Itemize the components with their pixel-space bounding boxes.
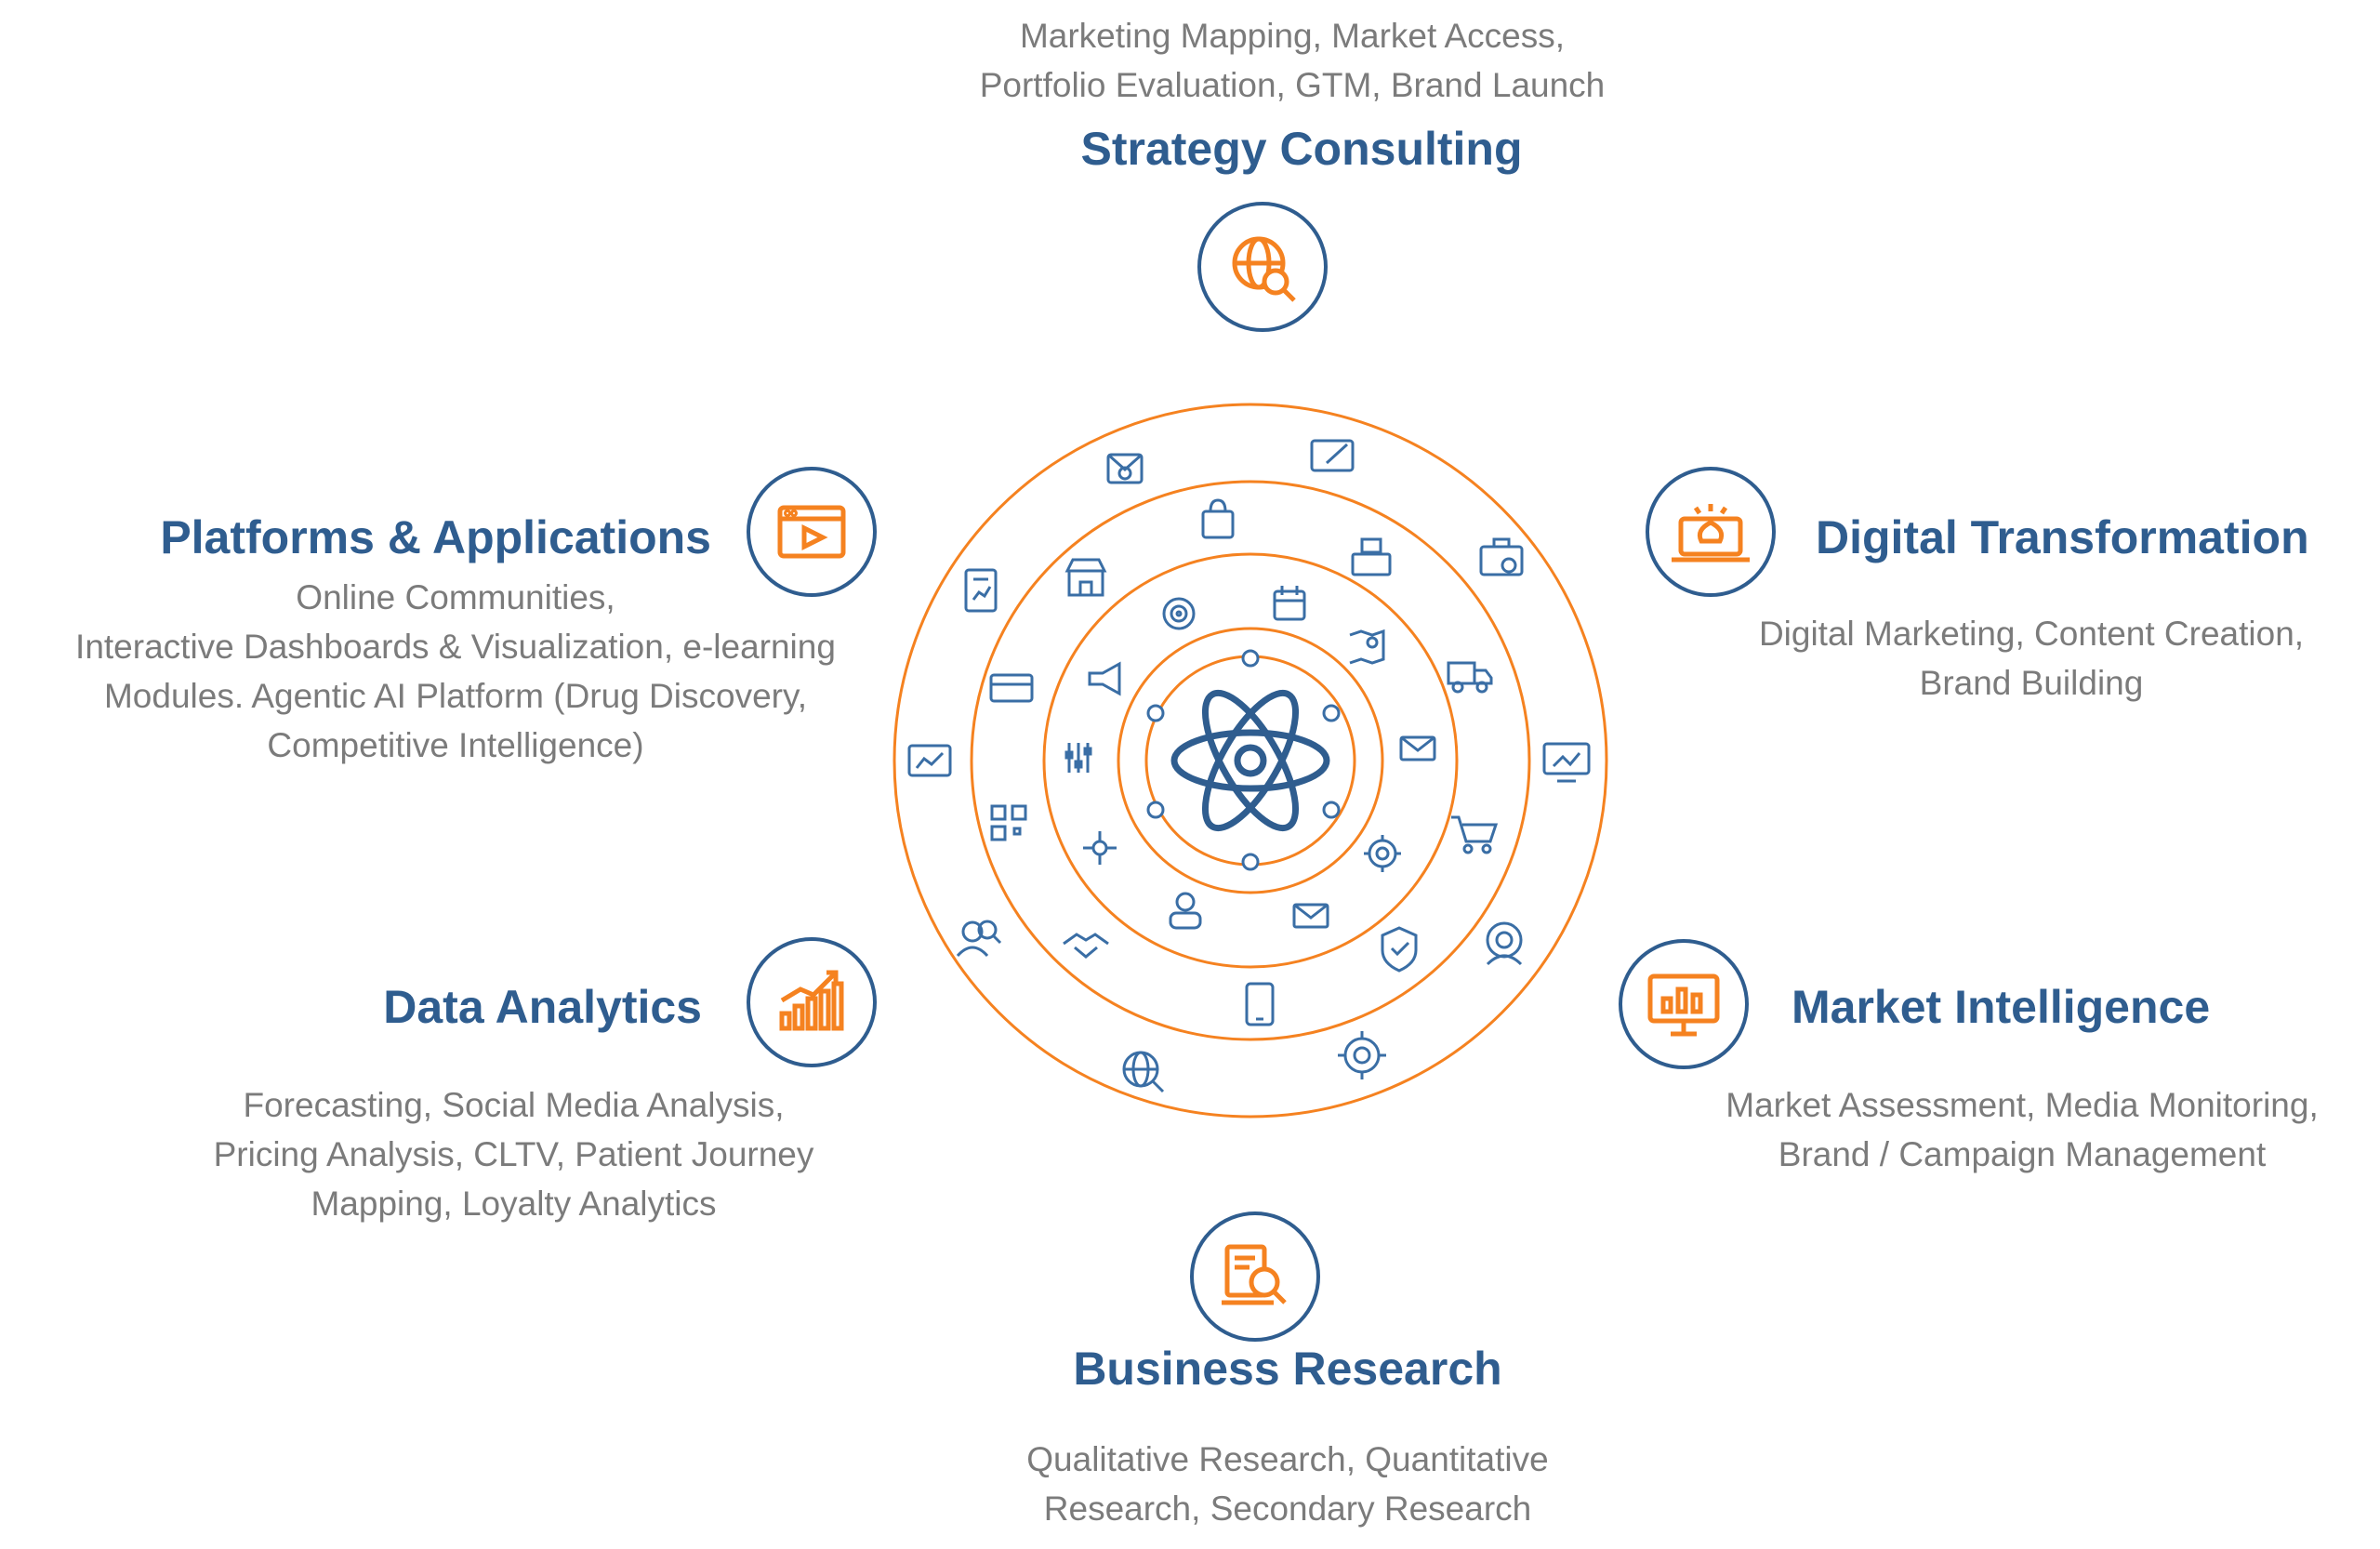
email-send-icon <box>1399 735 1436 761</box>
description-line: Online Communities, <box>296 578 615 616</box>
ring-second <box>1042 552 1459 969</box>
analytics-title: Data Analytics <box>383 981 702 1033</box>
calendar-icon <box>1273 586 1306 621</box>
description-line: Modules. Agentic AI Platform (Drug Disco… <box>103 677 808 715</box>
description-line: Qualitative Research, Quantitative <box>1026 1440 1549 1478</box>
network-node-icon <box>1083 831 1117 865</box>
video-window-icon <box>777 505 846 559</box>
business-icon-badge <box>1190 1211 1320 1342</box>
market-description: Market Assessment, Media Monitoring, Bra… <box>1673 1080 2371 1179</box>
atom-icon <box>1170 689 1330 832</box>
strategy-title: Strategy Consulting <box>1080 123 1523 175</box>
mail-add-icon <box>1292 903 1329 929</box>
delivery-truck-icon <box>1447 661 1493 694</box>
description-line: Competitive Intelligence) <box>267 726 644 764</box>
shield-check-icon <box>1381 926 1418 973</box>
document-search-icon <box>1222 1244 1287 1305</box>
digital-icon-badge <box>1646 467 1776 597</box>
map-pin-icon <box>1349 629 1385 665</box>
market-title: Market Intelligence <box>1792 981 2211 1033</box>
report-chart-icon <box>964 568 998 613</box>
credit-card-icon <box>989 673 1034 703</box>
analytics-icon-badge <box>747 937 877 1067</box>
description-line: Digital Marketing, Content Creation, <box>1758 615 2305 653</box>
description-line: Pricing Analysis, CLTV, Patient Journey <box>213 1135 814 1173</box>
ring-outer <box>892 403 1608 1119</box>
cash-register-icon <box>1351 537 1392 576</box>
monitor-chart-icon <box>1647 973 1720 1037</box>
handshake-icon <box>1063 933 1109 959</box>
description-line: Brand Building <box>1919 664 2144 702</box>
description-line: Forecasting, Social Media Analysis, <box>243 1086 785 1124</box>
ring-node <box>1146 801 1165 819</box>
globe-search-icon <box>1232 236 1296 302</box>
email-at-icon <box>1106 453 1144 484</box>
description-line: Market Assessment, Media Monitoring, <box>1726 1086 2319 1124</box>
mobile-store-icon <box>1245 982 1275 1026</box>
analytics-description: Forecasting, Social Media Analysis, Pric… <box>139 1080 888 1228</box>
ring-node <box>1322 704 1341 722</box>
globe-search-small-icon <box>1122 1051 1165 1093</box>
digital-description: Digital Marketing, Content Creation, Bra… <box>1706 609 2357 708</box>
target-icon <box>1162 597 1196 630</box>
shopping-bag-icon <box>1201 498 1235 539</box>
description-line: Research, Secondary Research <box>1043 1489 1532 1528</box>
bar-growth-icon <box>779 970 844 1031</box>
ring-node <box>1241 853 1260 871</box>
laptop-bulb-icon <box>1672 504 1750 563</box>
chart-board-icon <box>907 744 952 777</box>
ring-nodes <box>1146 649 1341 871</box>
person-search-icon <box>956 920 1002 958</box>
platforms-title: Platforms & Applications <box>160 511 711 563</box>
digital-title: Digital Transformation <box>1816 511 2309 563</box>
description-line: Marketing Mapping, Market Access, <box>1019 17 1566 55</box>
description-line: Portfolio Evaluation, GTM, Brand Launch <box>979 66 1606 104</box>
ring-decor-icons <box>907 439 1591 1093</box>
description-line: Brand / Campaign Management <box>1778 1135 2267 1173</box>
sliders-icon <box>1064 743 1092 773</box>
platforms-icon-badge <box>747 467 877 597</box>
strategy-description: Marketing Mapping, Market Access, Portfo… <box>911 11 1673 110</box>
concentric-rings <box>892 403 1608 1119</box>
description-line: Mapping, Loyalty Analytics <box>311 1185 717 1223</box>
business-description: Qualitative Research, Quantitative Resea… <box>916 1435 1659 1533</box>
ring-node <box>1241 649 1260 668</box>
market-icon-badge <box>1619 939 1749 1069</box>
qr-code-icon <box>990 804 1027 841</box>
storefront-icon <box>1064 558 1107 597</box>
pen-note-icon <box>1310 439 1355 472</box>
dashboard-screen-icon <box>1542 742 1591 783</box>
briefcase-search-icon <box>1479 537 1524 576</box>
ring-inner <box>1117 627 1384 894</box>
user-profile-icon <box>1169 892 1202 930</box>
ring-node <box>1322 801 1341 819</box>
settings-gear-icon <box>1364 835 1401 872</box>
ring-node <box>1146 704 1165 722</box>
gear-clock-icon <box>1338 1031 1386 1079</box>
megaphone-icon <box>1088 661 1121 696</box>
description-line: Interactive Dashboards & Visualization, … <box>75 628 836 666</box>
strategy-icon-badge <box>1197 202 1328 332</box>
shopping-cart-icon <box>1451 815 1499 854</box>
team-target-icon <box>1486 921 1523 966</box>
ring-third <box>970 480 1531 1041</box>
platforms-description: Online Communities, Interactive Dashboar… <box>19 573 892 770</box>
business-title: Business Research <box>1073 1343 1502 1395</box>
